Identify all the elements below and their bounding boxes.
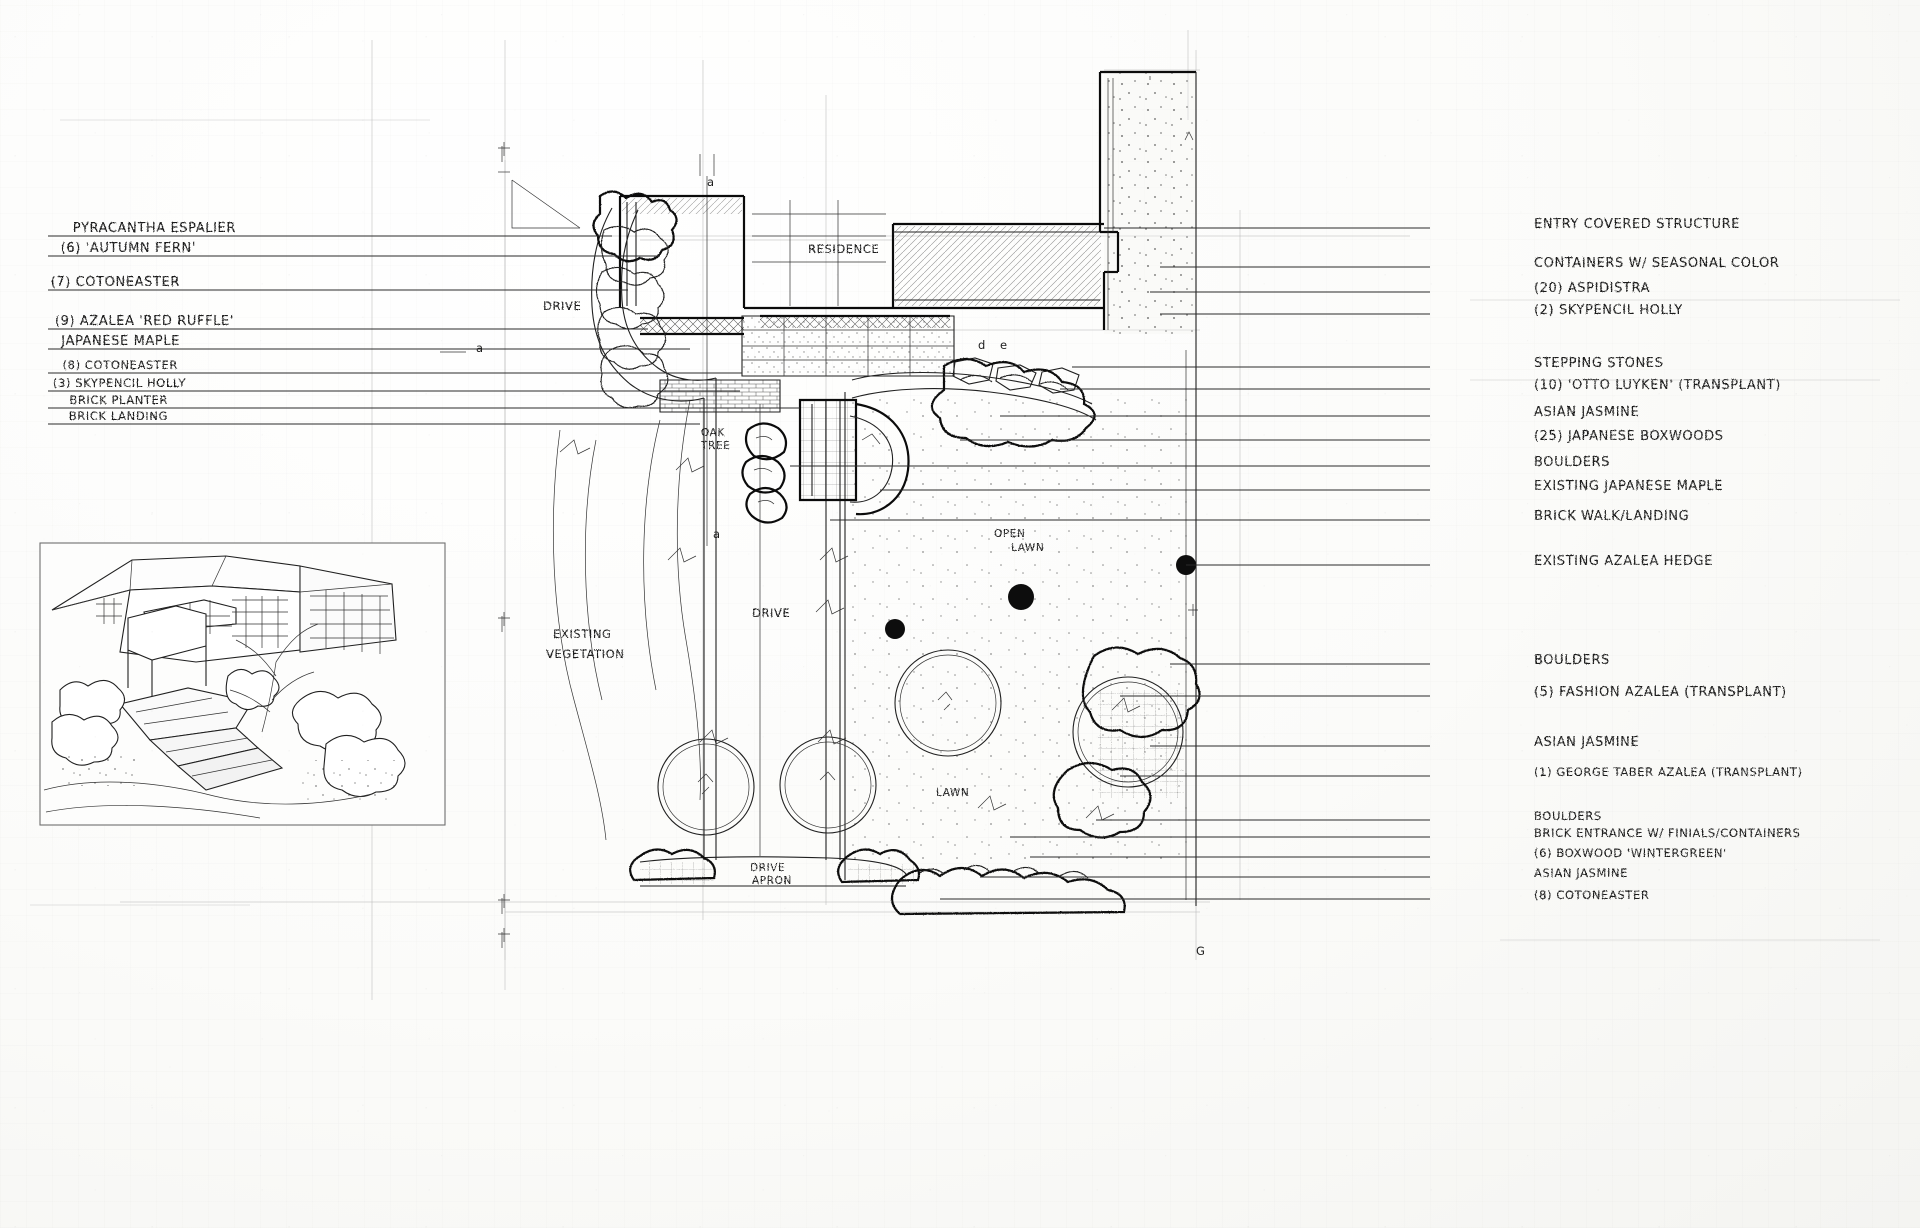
tree-canopy-oak-drive bbox=[553, 399, 701, 841]
label-boulders-1: BOULDERS bbox=[1534, 455, 1610, 470]
label-skypencil-holly-right: (2) SKYPENCIL HOLLY bbox=[1534, 303, 1683, 318]
entry-covered-structure-shape bbox=[1098, 70, 1197, 334]
note-residence: RESIDENCE bbox=[808, 242, 879, 256]
note-open-lawn-2: LAWN bbox=[1011, 542, 1044, 554]
right-label-text-group: ENTRY COVERED STRUCTURE CONTAINERS W/ SE… bbox=[1534, 217, 1803, 902]
residence-footprint bbox=[618, 194, 1104, 310]
axis-tick-marks bbox=[498, 142, 1198, 942]
accent-plant-dots bbox=[885, 555, 1196, 639]
grid-reference-marks: a a a d e G bbox=[440, 146, 1206, 958]
shrub-mass-entry-left bbox=[592, 190, 678, 409]
note-existing-vegetation-1: EXISTING bbox=[553, 627, 612, 641]
perspective-vignette bbox=[39, 542, 446, 826]
label-brick-walk-landing: BRICK WALK/LANDING bbox=[1534, 509, 1689, 524]
label-existing-azalea-hedge: EXISTING AZALEA HEDGE bbox=[1534, 554, 1713, 569]
label-asian-jasmine-2: ASIAN JASMINE bbox=[1534, 735, 1639, 750]
tree-canopy-drive-left bbox=[657, 738, 755, 836]
note-existing-vegetation-2: VEGETATION bbox=[546, 647, 625, 661]
note-drive-mid: DRIVE bbox=[752, 606, 790, 620]
label-japanese-boxwoods: (25) JAPANESE BOXWOODS bbox=[1534, 429, 1724, 444]
label-autumn-fern: (6) 'AUTUMN FERN' bbox=[61, 241, 196, 256]
label-pyracantha: PYRACANTHA ESPALIER bbox=[73, 221, 236, 236]
shrub-mass-house-front bbox=[930, 357, 1096, 448]
label-entry-covered-structure: ENTRY COVERED STRUCTURE bbox=[1534, 217, 1740, 232]
grid-mark-a-top: a bbox=[707, 175, 715, 189]
leader-lines-left bbox=[48, 235, 800, 425]
construction-lines bbox=[120, 30, 1410, 1000]
note-drive-apron-1: DRIVE bbox=[750, 862, 785, 874]
grid-mark-g-bottom: G bbox=[1196, 944, 1206, 958]
label-brick-entrance: BRICK ENTRANCE W/ FINIALS/CONTAINERS bbox=[1534, 826, 1801, 840]
entry-terrace-paving bbox=[640, 314, 1080, 413]
label-boxwood-wintergreen: (6) BOXWOOD 'WINTERGREEN' bbox=[1534, 846, 1727, 860]
note-drive-apron-2: APRON bbox=[752, 875, 792, 887]
label-cotoneaster-8: (8) COTONEASTER bbox=[63, 358, 178, 372]
label-boulders-3: BOULDERS bbox=[1534, 809, 1602, 823]
label-containers-seasonal-color: CONTAINERS W/ SEASONAL COLOR bbox=[1534, 256, 1779, 271]
in-plan-notes: DRIVE RESIDENCE EXISTING VEGETATION DRIV… bbox=[543, 242, 1044, 887]
note-drive-upper: DRIVE bbox=[543, 299, 581, 313]
label-azalea-red-ruffle: (9) AZALEA 'RED RUFFLE' bbox=[55, 314, 234, 329]
grid-mark-e-right: e bbox=[1000, 338, 1008, 352]
label-boulders-2: BOULDERS bbox=[1534, 653, 1610, 668]
label-otto-luyken: (10) 'OTTO LUYKEN' (TRANSPLANT) bbox=[1534, 378, 1781, 393]
brick-planter-wall bbox=[798, 398, 910, 516]
left-label-text-group: PYRACANTHA ESPALIER (6) 'AUTUMN FERN' (7… bbox=[51, 221, 236, 423]
label-japanese-maple-left: JAPANESE MAPLE bbox=[60, 334, 180, 349]
label-brick-landing: BRICK LANDING bbox=[69, 409, 168, 423]
leader-lines-right bbox=[790, 227, 1430, 900]
tree-canopy-drive-right bbox=[779, 736, 877, 834]
note-oak-tree-2: TREE bbox=[700, 440, 730, 452]
note-lawn: LAWN bbox=[936, 787, 969, 799]
label-fashion-azalea: (5) FASHION AZALEA (TRANSPLANT) bbox=[1534, 685, 1787, 700]
label-existing-japanese-maple: EXISTING JAPANESE MAPLE bbox=[1534, 479, 1723, 494]
note-oak-tree-1: OAK bbox=[701, 427, 725, 439]
grid-mark-a-mid: a bbox=[713, 527, 721, 541]
label-asian-jasmine-1: ASIAN JASMINE bbox=[1534, 405, 1639, 420]
right-border-bed bbox=[1052, 646, 1201, 839]
label-skypencil-holly-left: (3) SKYPENCIL HOLLY bbox=[53, 376, 186, 390]
sheet-smudges bbox=[30, 119, 1900, 941]
label-asian-jasmine-3: ASIAN JASMINE bbox=[1534, 866, 1628, 880]
label-cotoneaster-8b: (8) COTONEASTER bbox=[1534, 888, 1649, 902]
bottom-border-shrub-mass bbox=[629, 848, 1126, 916]
note-open-lawn-1: OPEN bbox=[994, 528, 1026, 540]
grid-mark-a-left: a bbox=[476, 341, 484, 355]
tree-canopy-lawn-large bbox=[894, 649, 1002, 757]
label-george-tabor-azalea: (1) GEORGE TABER AZALEA (TRANSPLANT) bbox=[1534, 765, 1803, 779]
label-stepping-stones: STEPPING STONES bbox=[1534, 356, 1663, 371]
grid-mark-d-right: d bbox=[978, 338, 986, 352]
label-cotoneaster-7: (7) COTONEASTER bbox=[51, 275, 180, 290]
boulders-near-house bbox=[741, 422, 788, 524]
label-aspidistra: (20) ASPIDISTRA bbox=[1534, 281, 1650, 296]
label-brick-planter: BRICK PLANTER bbox=[69, 393, 168, 407]
driveway bbox=[511, 179, 907, 887]
